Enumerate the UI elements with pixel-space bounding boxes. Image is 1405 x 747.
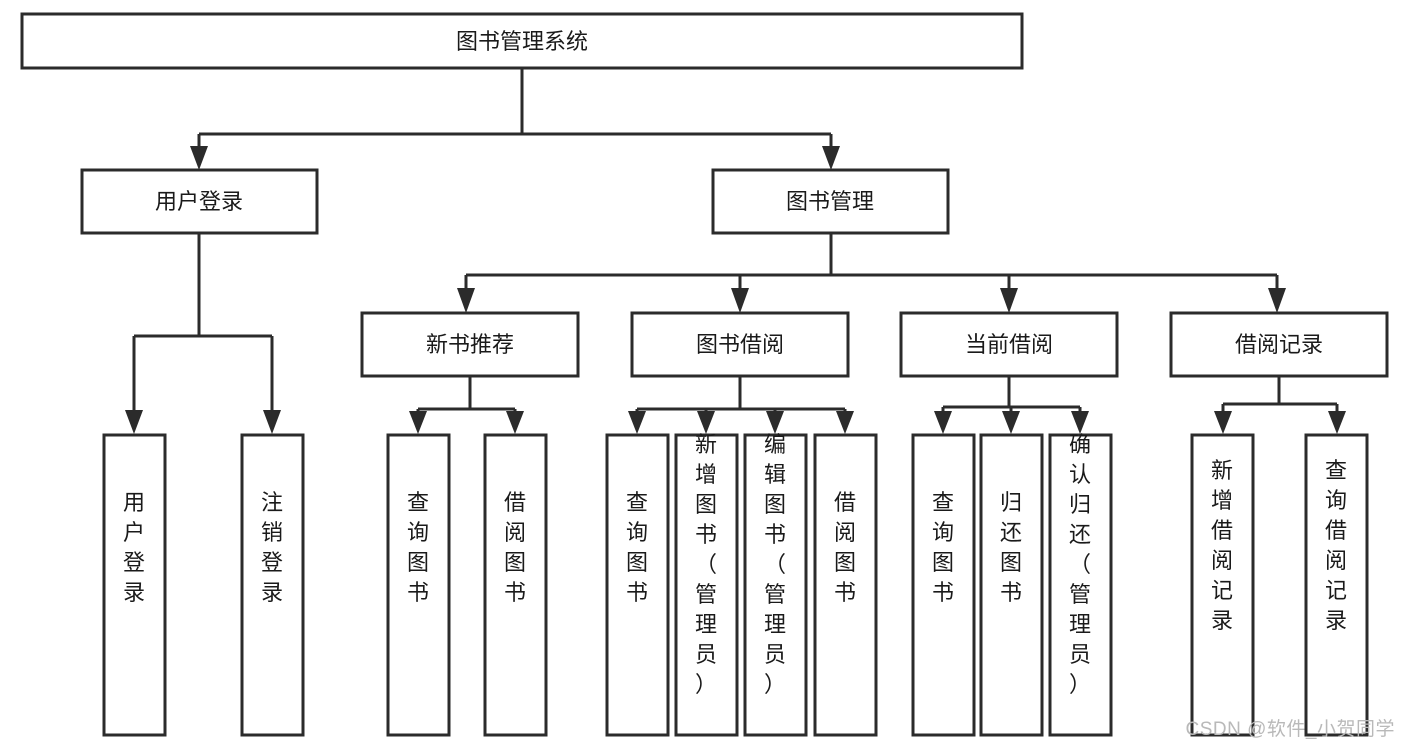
node-new-book-recommend-label: 新书推荐 <box>426 332 514 357</box>
arrow-head-book-borrow-leaf-4 <box>836 411 854 434</box>
leaf-book-borrow-edit-rect <box>743 433 808 737</box>
node-user-login-rect <box>80 168 319 235</box>
node-new-book-recommend-rect <box>360 311 580 378</box>
leaf-new-book-borrow-rect <box>483 433 548 737</box>
leaf-borrow-record-query-label: 查询借阅记录 <box>1325 458 1347 633</box>
arrow-head-new-book-leaf-1 <box>409 411 427 434</box>
node-user-login-label: 用户登录 <box>155 189 243 214</box>
node-book-management[interactable]: 图书管理 <box>711 168 950 235</box>
leaf-current-borrow-confirm-rect <box>1048 433 1113 737</box>
leaf-book-borrow-borrow-rect <box>813 433 878 737</box>
node-root-system-label: 图书管理系统 <box>456 29 588 54</box>
node-new-book-recommend[interactable]: 新书推荐 <box>360 311 580 378</box>
leaf-borrow-record-add[interactable]: 新增借阅记录 <box>1190 433 1255 737</box>
leaf-current-borrow-confirm[interactable]: 确认归还（管理员） <box>1048 432 1113 737</box>
leaf-user-login-login-label: 用户登录 <box>123 490 145 605</box>
leaf-book-borrow-add-label: 新增图书（管理员） <box>695 432 717 697</box>
arrow-head-book-borrow <box>731 288 749 313</box>
arrow-head-borrow-record-leaf-2 <box>1328 411 1346 434</box>
node-borrow-record-rect <box>1169 311 1389 378</box>
leaf-current-borrow-return-label: 归还图书 <box>1000 490 1022 605</box>
leaf-new-book-borrow-label: 借阅图书 <box>504 490 526 605</box>
arrow-head-new-book <box>457 288 475 313</box>
leaf-current-borrow-return-rect <box>979 433 1044 737</box>
arrow-head-book-borrow-leaf-3 <box>766 411 784 434</box>
node-current-borrow-rect <box>899 311 1119 378</box>
leaf-book-borrow-borrow[interactable]: 借阅图书 <box>813 433 878 737</box>
leaf-book-borrow-query[interactable]: 查询图书 <box>605 433 670 737</box>
leaf-new-book-query[interactable]: 查询图书 <box>386 433 451 737</box>
leaf-borrow-record-add-rect <box>1190 433 1255 737</box>
arrow-head-current-borrow <box>1000 288 1018 313</box>
leaf-book-borrow-add[interactable]: 新增图书（管理员） <box>674 432 739 737</box>
leaf-book-borrow-borrow-label: 借阅图书 <box>834 490 856 605</box>
node-book-management-rect <box>711 168 950 235</box>
arrow-head-current-borrow-leaf-2 <box>1002 411 1020 434</box>
leaf-current-borrow-query[interactable]: 查询图书 <box>911 433 976 737</box>
node-user-login[interactable]: 用户登录 <box>80 168 319 235</box>
node-root-system-rect <box>20 12 1024 70</box>
node-book-borrow-label: 图书借阅 <box>696 332 784 357</box>
leaf-user-login-logout-label: 注销登录 <box>261 490 283 605</box>
arrow-head-book-borrow-leaf-2 <box>697 411 715 434</box>
arrow-head-borrow-record <box>1268 288 1286 313</box>
connector-layer <box>125 68 1346 434</box>
leaf-current-borrow-query-label: 查询图书 <box>932 490 954 605</box>
leaf-user-login-login[interactable]: 用户登录 <box>102 433 167 737</box>
leaf-borrow-record-query[interactable]: 查询借阅记录 <box>1304 433 1369 737</box>
leaf-book-borrow-query-label: 查询图书 <box>626 490 648 605</box>
leaf-new-book-query-label: 查询图书 <box>407 490 429 605</box>
arrow-head-borrow-record-leaf-1 <box>1214 411 1232 434</box>
arrow-head-book-borrow-leaf-1 <box>628 411 646 434</box>
leaf-book-borrow-edit[interactable]: 编辑图书（管理员） <box>743 432 808 737</box>
node-current-borrow[interactable]: 当前借阅 <box>899 311 1119 378</box>
node-book-borrow-rect <box>630 311 850 378</box>
arrow-head-current-borrow-leaf-3 <box>1071 411 1089 434</box>
node-current-borrow-label: 当前借阅 <box>965 332 1053 357</box>
leaf-borrow-record-query-rect <box>1304 433 1369 737</box>
node-book-borrow[interactable]: 图书借阅 <box>630 311 850 378</box>
node-borrow-record-label: 借阅记录 <box>1235 332 1323 357</box>
leaf-new-book-borrow[interactable]: 借阅图书 <box>483 433 548 737</box>
csdn-watermark: CSDN @软件_小贺同学 <box>1185 719 1395 740</box>
node-book-management-label: 图书管理 <box>786 189 874 214</box>
arrow-head-new-book-leaf-2 <box>506 411 524 434</box>
arrow-head-current-borrow-leaf-1 <box>934 411 952 434</box>
arrow-head-user-login <box>190 146 208 170</box>
leaf-current-borrow-confirm-label: 确认归还（管理员） <box>1069 432 1091 697</box>
leaf-user-login-logout[interactable]: 注销登录 <box>240 433 305 737</box>
arrow-head-book-mgmt <box>822 146 840 170</box>
leaf-book-borrow-add-rect <box>674 433 739 737</box>
leaf-book-borrow-edit-label: 编辑图书（管理员） <box>764 432 786 697</box>
node-borrow-record[interactable]: 借阅记录 <box>1169 311 1389 378</box>
leaf-borrow-record-add-label: 新增借阅记录 <box>1211 458 1233 633</box>
leaf-new-book-query-rect <box>386 433 451 737</box>
node-root-system[interactable]: 图书管理系统 <box>20 12 1024 70</box>
arrow-head-user-login-leaf-2 <box>263 410 281 434</box>
leaf-current-borrow-return[interactable]: 归还图书 <box>979 433 1044 737</box>
leaf-user-login-logout-rect <box>240 433 305 737</box>
arrow-head-user-login-leaf-1 <box>125 410 143 434</box>
leaf-user-login-login-rect <box>102 433 167 737</box>
leaf-current-borrow-query-rect <box>911 433 976 737</box>
leaf-book-borrow-query-rect <box>605 433 670 737</box>
